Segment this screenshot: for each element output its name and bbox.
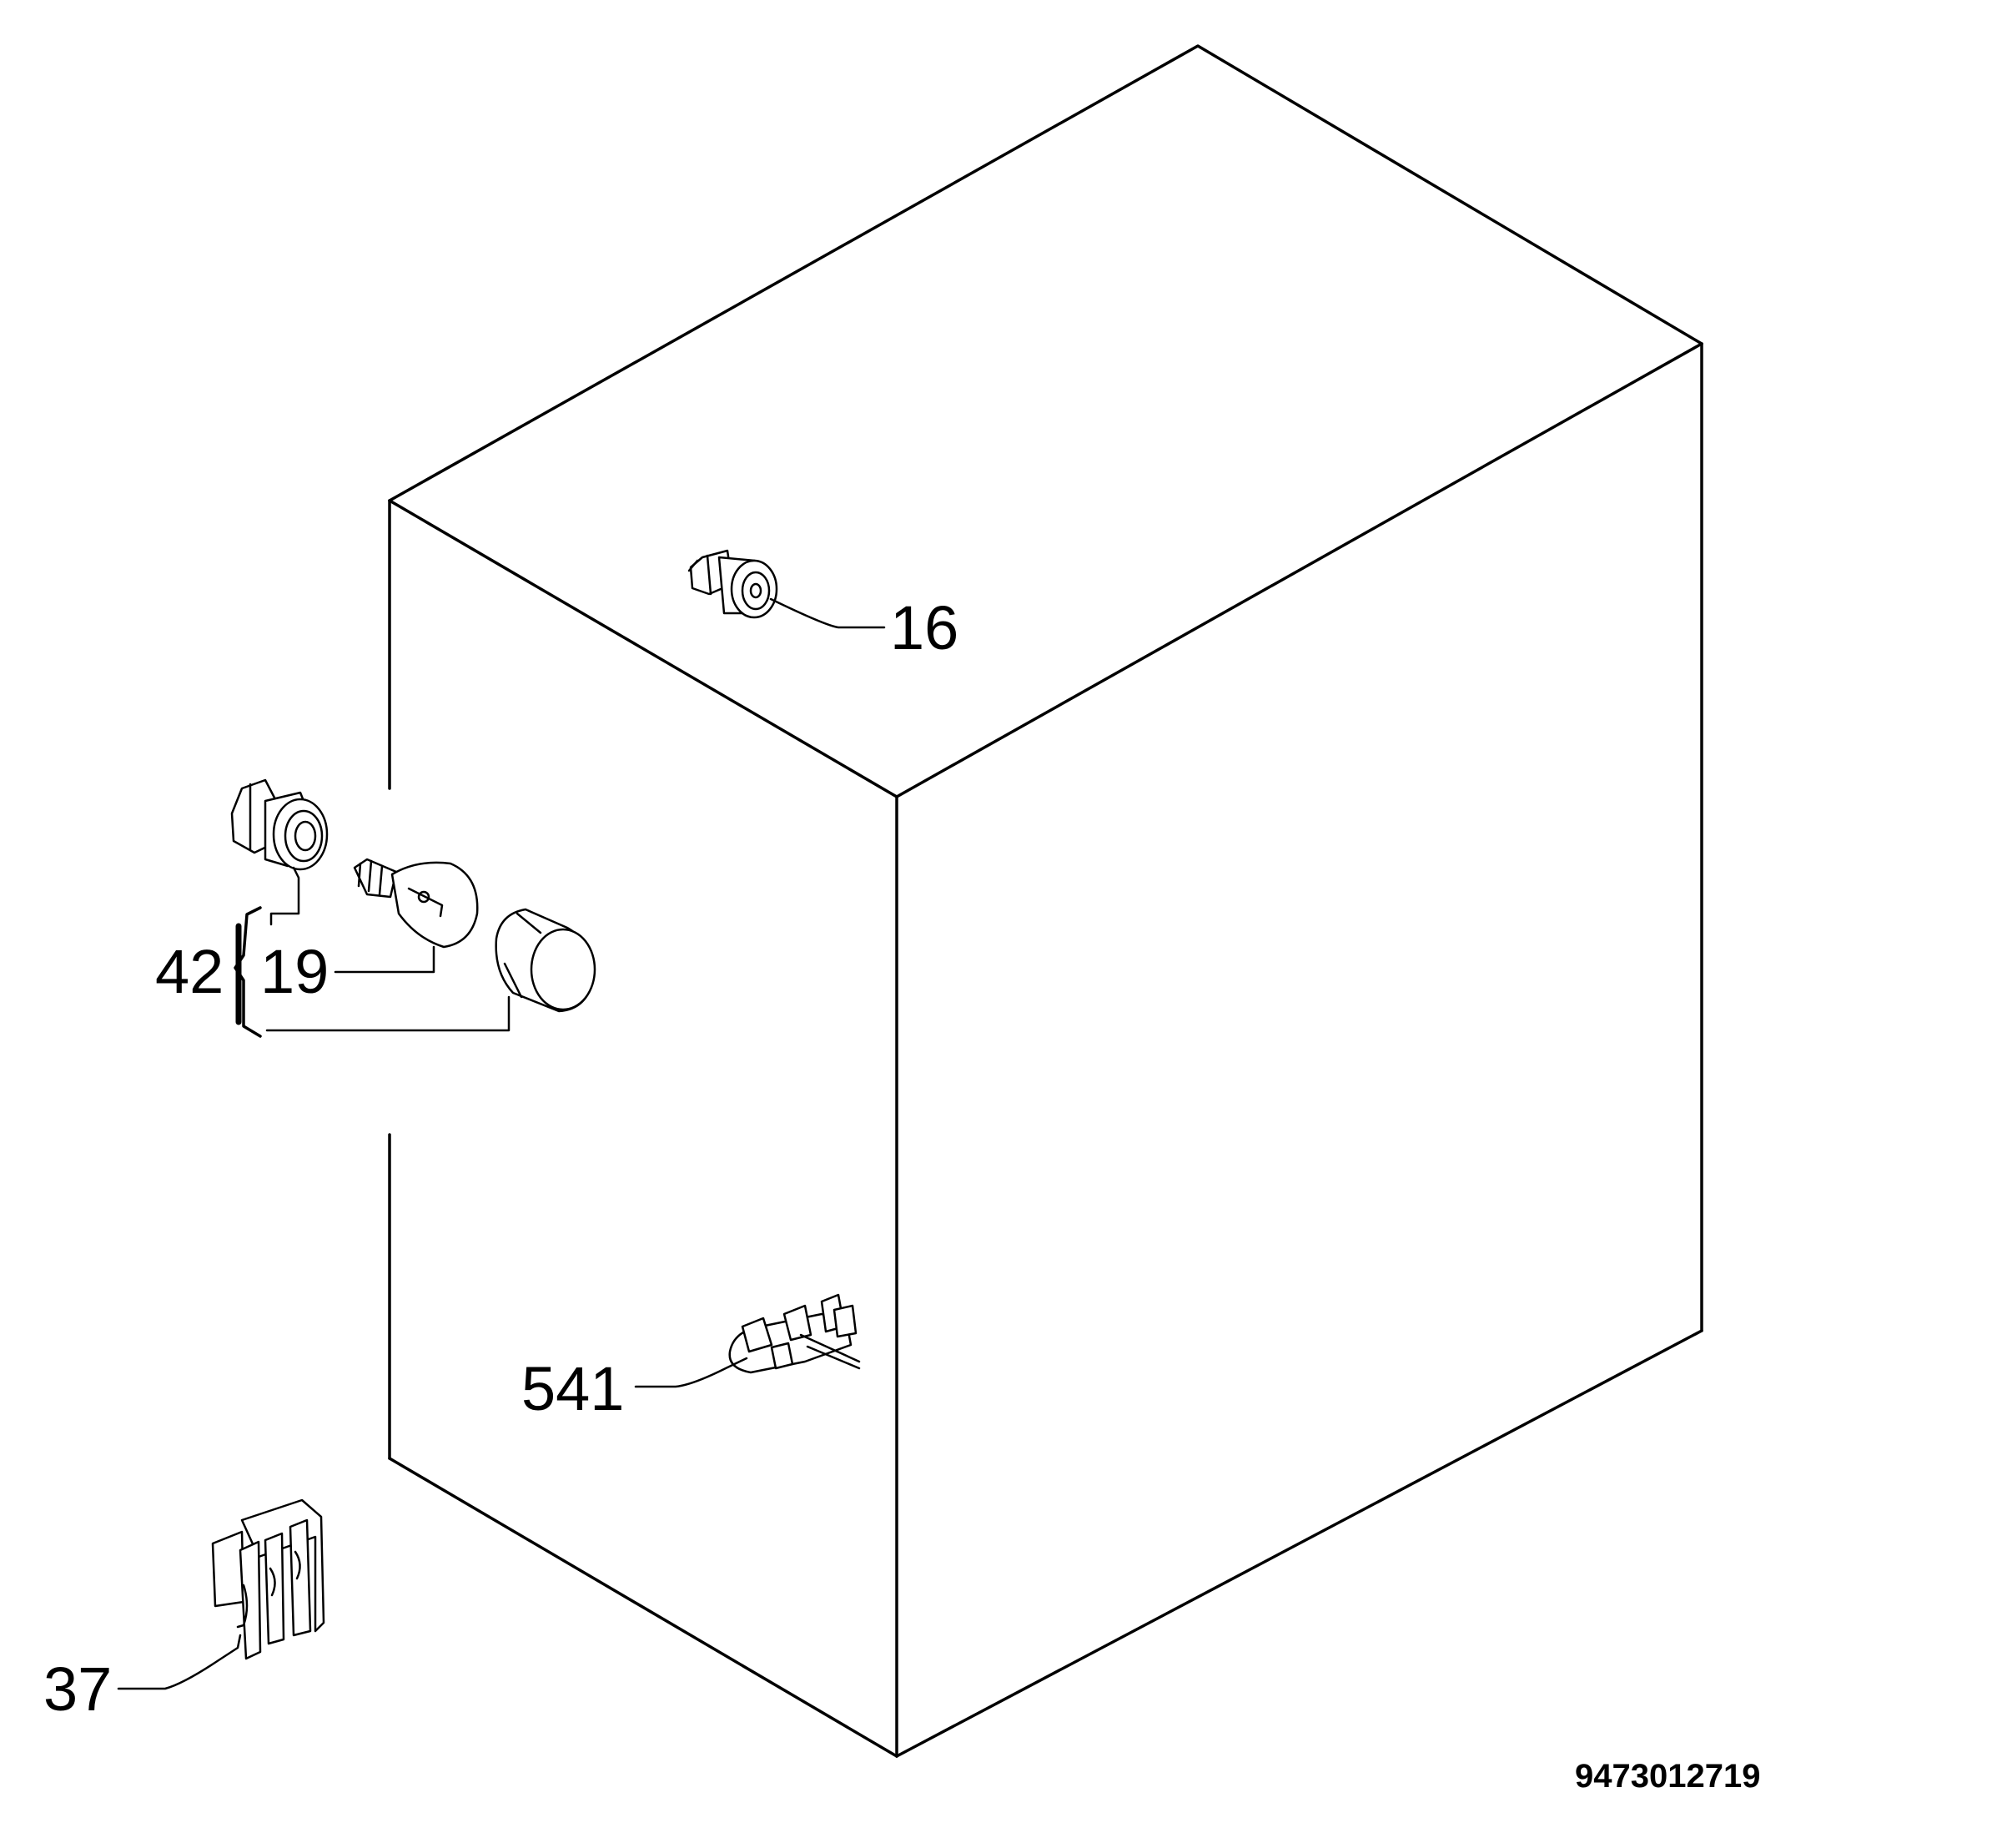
box-top-back-edges [388,44,1703,502]
part-label-19: 19 [260,937,329,1006]
part-42-cover[interactable] [265,908,596,1032]
part-541-connector[interactable] [634,1293,861,1388]
part-label-16: 16 [890,593,958,662]
part-42-socket[interactable] [230,778,329,926]
part-label-37: 37 [43,1654,112,1724]
part-37-terminal-block[interactable] [117,1498,325,1690]
box-bottom-left-edge [388,1457,898,1758]
diagram-reference-number: 9473012719 [1575,1758,1760,1795]
part-16-lamp-holder[interactable] [687,549,886,629]
part-19-bulb[interactable] [334,858,479,974]
bracket-42 [234,906,262,1038]
part-label-541: 541 [521,1354,624,1423]
box-top-front-left-edge [388,499,898,798]
cabinet-box [388,44,1703,1758]
box-bottom-right-edge [895,1329,1703,1758]
part-label-42: 42 [155,937,224,1006]
box-top-front-right-edge [895,342,1703,798]
